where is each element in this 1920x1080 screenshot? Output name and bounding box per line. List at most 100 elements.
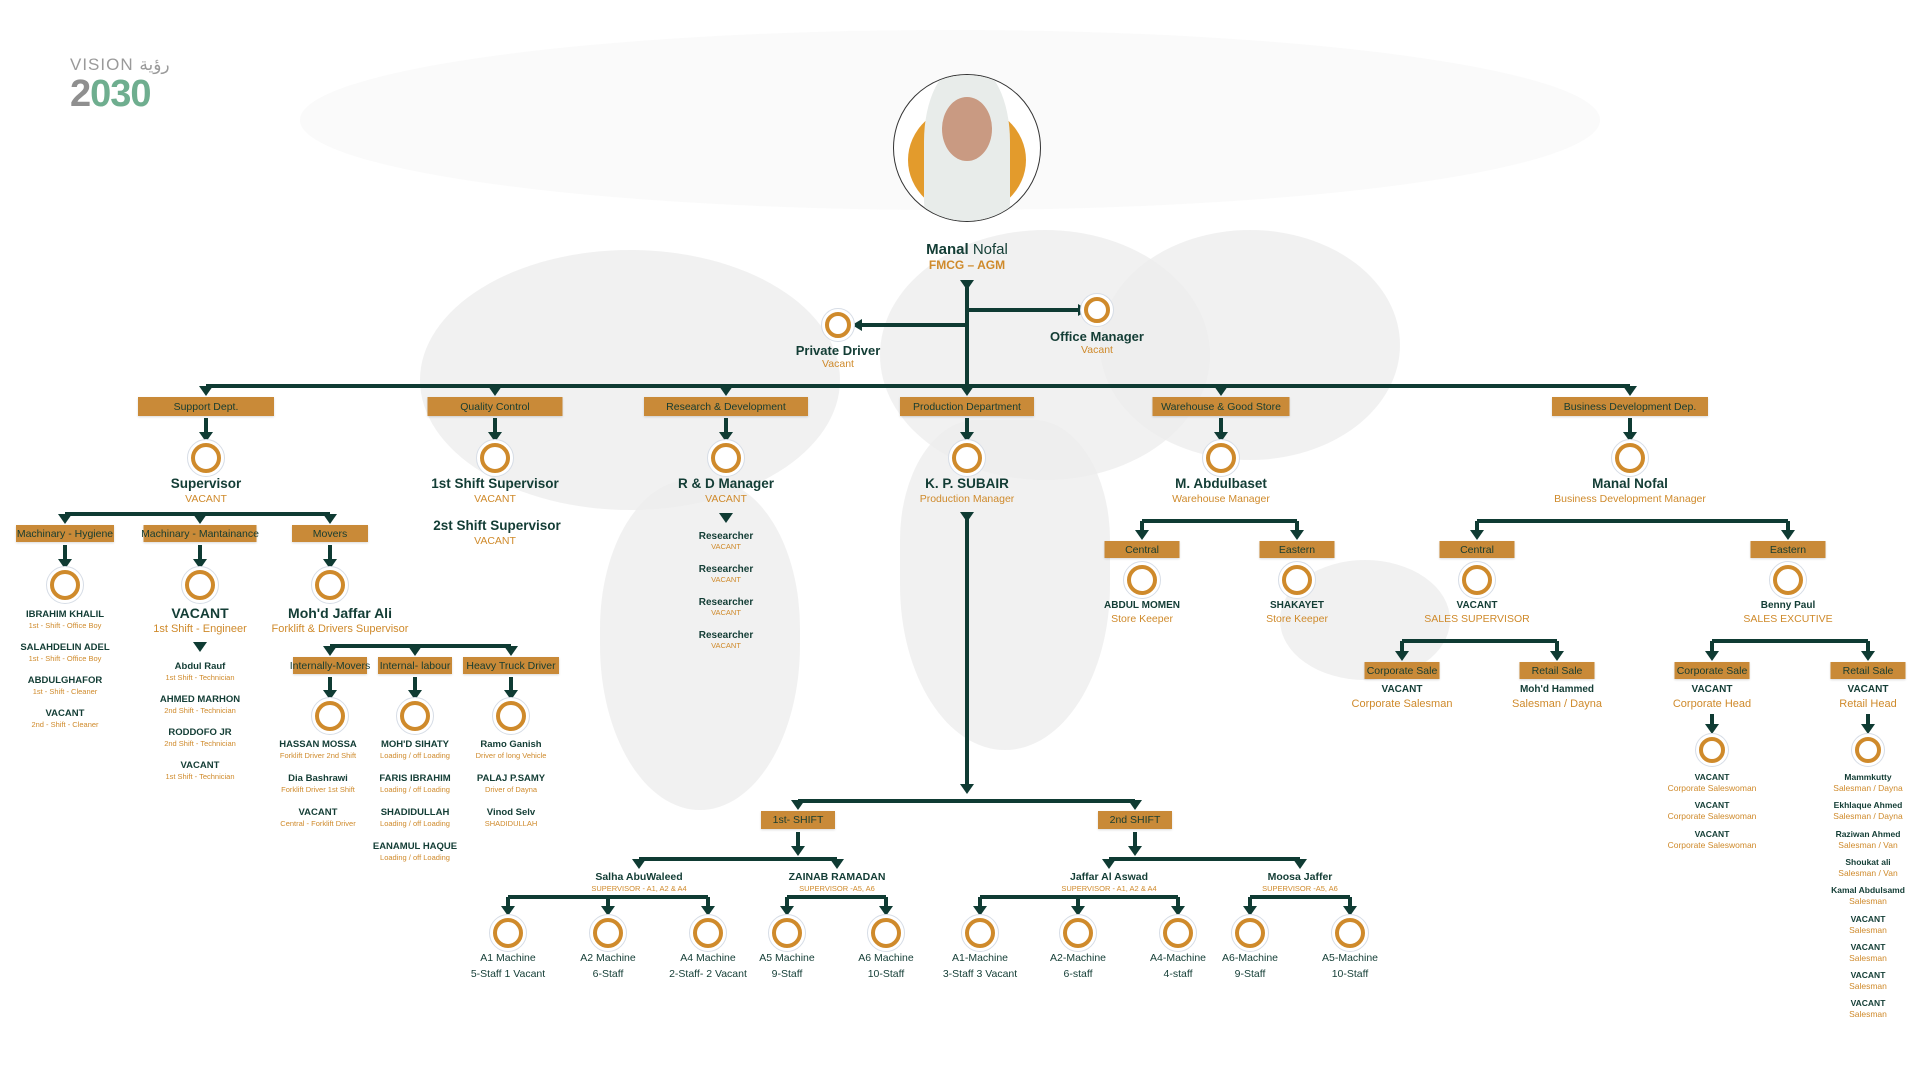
- position-avatar-icon[interactable]: [768, 914, 806, 952]
- head-photo-avatar[interactable]: [893, 74, 1041, 222]
- department-box[interactable]: Heavy Truck Driver: [463, 657, 559, 674]
- arrow-down-icon: [1214, 432, 1228, 442]
- channel-head-role: Corporate Head: [1672, 698, 1752, 710]
- position-avatar-icon[interactable]: [187, 439, 225, 477]
- unit-head-name: Moh'd Jaffar Ali: [288, 605, 392, 621]
- position-avatar-icon[interactable]: [1851, 733, 1885, 767]
- channel-head-name: VACANT: [1847, 684, 1889, 695]
- position-avatar-icon[interactable]: [589, 914, 627, 952]
- department-box[interactable]: Internally-Movers: [290, 657, 370, 674]
- position-avatar-icon[interactable]: [707, 439, 745, 477]
- position-avatar-icon[interactable]: [1159, 914, 1197, 952]
- connector-line: [506, 897, 510, 910]
- department-box[interactable]: Movers: [292, 525, 368, 542]
- department-box[interactable]: Eastern: [1259, 541, 1335, 558]
- machine-staff: 4-staff: [1163, 968, 1193, 980]
- salesperson-name: VACANT: [1694, 772, 1730, 782]
- connector-line: [798, 799, 1135, 803]
- department-box[interactable]: Business Development Dep.: [1552, 397, 1708, 416]
- position-avatar-icon[interactable]: [1059, 914, 1097, 952]
- position-avatar-icon[interactable]: [821, 308, 855, 342]
- channel-head-name: Moh'd Hammed: [1519, 684, 1595, 695]
- department-box[interactable]: Central: [1104, 541, 1180, 558]
- position-avatar-icon[interactable]: [1695, 733, 1729, 767]
- salesperson-role: Salesman / Dayna: [1833, 783, 1903, 793]
- position-avatar-icon[interactable]: [1278, 561, 1316, 599]
- department-box[interactable]: Warehouse & Good Store: [1152, 397, 1290, 416]
- channel-head-name: VACANT: [1691, 684, 1733, 695]
- arrow-down-icon: [1128, 846, 1142, 856]
- position-avatar-icon[interactable]: [689, 914, 727, 952]
- department-box[interactable]: Corporate Sale: [1674, 662, 1750, 679]
- salesperson-role: Salesman: [1849, 924, 1887, 935]
- department-head-name: Manal Nofal: [1592, 476, 1668, 491]
- store-keeper-name: ABDUL MOMEN: [1104, 600, 1180, 611]
- arrow-down-icon: [1395, 651, 1409, 661]
- position-avatar-icon[interactable]: [1231, 914, 1269, 952]
- position-avatar-icon[interactable]: [1331, 914, 1369, 952]
- department-box[interactable]: Quality Control: [427, 397, 563, 416]
- connector-line: [1402, 639, 1557, 643]
- arrow-down-icon: [1705, 724, 1719, 734]
- position-avatar-icon[interactable]: [311, 697, 349, 735]
- position-avatar-icon[interactable]: [181, 566, 219, 604]
- staff-role: 1st - Shift - Office Boy: [28, 621, 102, 630]
- department-box[interactable]: 2nd SHIFT: [1098, 811, 1172, 829]
- position-avatar-icon[interactable]: [1769, 561, 1807, 599]
- connector-line: [1710, 641, 1714, 655]
- salesperson-role: Salesman: [1849, 896, 1887, 907]
- staff-name: AHMED MARHON: [159, 694, 241, 705]
- connector-line: [1250, 895, 1350, 899]
- staff-name: Dia Bashrawi: [288, 773, 348, 784]
- position-avatar-icon[interactable]: [396, 697, 434, 735]
- department-box[interactable]: Central: [1439, 541, 1515, 558]
- staff-name: VACANT: [180, 760, 220, 771]
- connector-line: [967, 308, 1080, 312]
- connector-line: [724, 418, 728, 436]
- department-head-name: K. P. SUBAIR: [925, 476, 1009, 491]
- connector-line: [606, 897, 610, 910]
- connector-line: [884, 897, 888, 910]
- arrow-down-icon: [323, 646, 337, 656]
- staff-role: 1st - Shift - Office Boy: [28, 654, 102, 663]
- department-box[interactable]: Corporate Sale: [1364, 662, 1440, 679]
- staff-role: 1st Shift - Technician: [165, 772, 235, 781]
- position-avatar-icon[interactable]: [1458, 561, 1496, 599]
- position-avatar-icon[interactable]: [961, 914, 999, 952]
- position-avatar-icon[interactable]: [1080, 293, 1114, 327]
- position-avatar-icon[interactable]: [1202, 439, 1240, 477]
- department-box[interactable]: Retail Sale: [1519, 662, 1595, 679]
- department-box[interactable]: Production Department: [900, 397, 1034, 416]
- position-avatar-icon[interactable]: [948, 439, 986, 477]
- department-box[interactable]: Support Dept.: [138, 397, 274, 416]
- position-avatar-icon[interactable]: [489, 914, 527, 952]
- department-box[interactable]: Eastern: [1750, 541, 1826, 558]
- researcher-status: VACANT: [711, 608, 741, 617]
- department-box[interactable]: Research & Development: [644, 397, 808, 416]
- staff-name: Abdul Rauf: [174, 661, 226, 672]
- staff-role: Forklift Driver 2nd Shift: [279, 751, 357, 760]
- department-box[interactable]: Machinary - Hygiene: [16, 525, 114, 542]
- position-avatar-icon[interactable]: [476, 439, 514, 477]
- arrow-down-icon: [1214, 386, 1228, 396]
- position-avatar-icon[interactable]: [46, 566, 84, 604]
- staff-role: Loading / off Loading: [380, 853, 450, 862]
- qc-supervisor-status: VACANT: [474, 535, 516, 547]
- researcher-title: Researcher: [698, 531, 754, 542]
- department-box[interactable]: 1st- SHIFT: [761, 811, 835, 829]
- position-avatar-icon[interactable]: [492, 697, 530, 735]
- salesperson-role: Salesman / Van: [1838, 839, 1898, 850]
- position-avatar-icon[interactable]: [1611, 439, 1649, 477]
- arrow-down-icon: [973, 906, 987, 916]
- position-avatar-icon[interactable]: [1123, 561, 1161, 599]
- arrow-down-icon: [960, 784, 974, 794]
- department-box[interactable]: Retail Sale: [1830, 662, 1906, 679]
- department-box[interactable]: Internal- labour: [378, 657, 452, 674]
- arrow-down-icon: [1861, 724, 1875, 734]
- shift-supervisor-name: ZAINAB RAMADAN: [788, 871, 886, 883]
- position-avatar-icon[interactable]: [311, 566, 349, 604]
- machine-staff: 9-Staff: [771, 968, 803, 980]
- salesperson-name: Ekhlaque Ahmed: [1833, 800, 1903, 811]
- department-box[interactable]: Machinary - Mantainance: [141, 525, 259, 542]
- position-avatar-icon[interactable]: [867, 914, 905, 952]
